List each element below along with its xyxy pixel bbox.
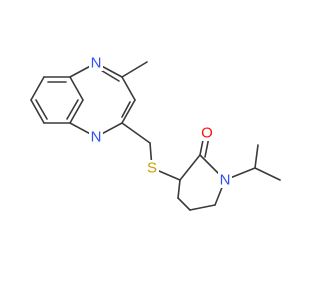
- svg-text:S: S: [147, 160, 157, 177]
- benzene-ring: [30, 76, 84, 124]
- svg-text:N: N: [91, 55, 102, 72]
- atom-o: O: [200, 125, 214, 142]
- svg-text:N: N: [91, 129, 102, 146]
- atom-n3: N: [218, 172, 232, 189]
- ch2-bond-1: [121, 122, 151, 144]
- atom-n2: N: [89, 129, 103, 146]
- piperidinone-ring: [177, 154, 226, 211]
- isopropyl-bond-2: [254, 167, 281, 181]
- atom-n1: N: [89, 55, 103, 72]
- svg-text:N: N: [220, 172, 231, 189]
- molecule-structure: N N S O N: [30, 55, 281, 211]
- atom-s: S: [145, 160, 159, 177]
- isopropyl-bond-3: [254, 144, 259, 169]
- methyl-bond: [121, 61, 148, 78]
- svg-text:O: O: [201, 125, 213, 142]
